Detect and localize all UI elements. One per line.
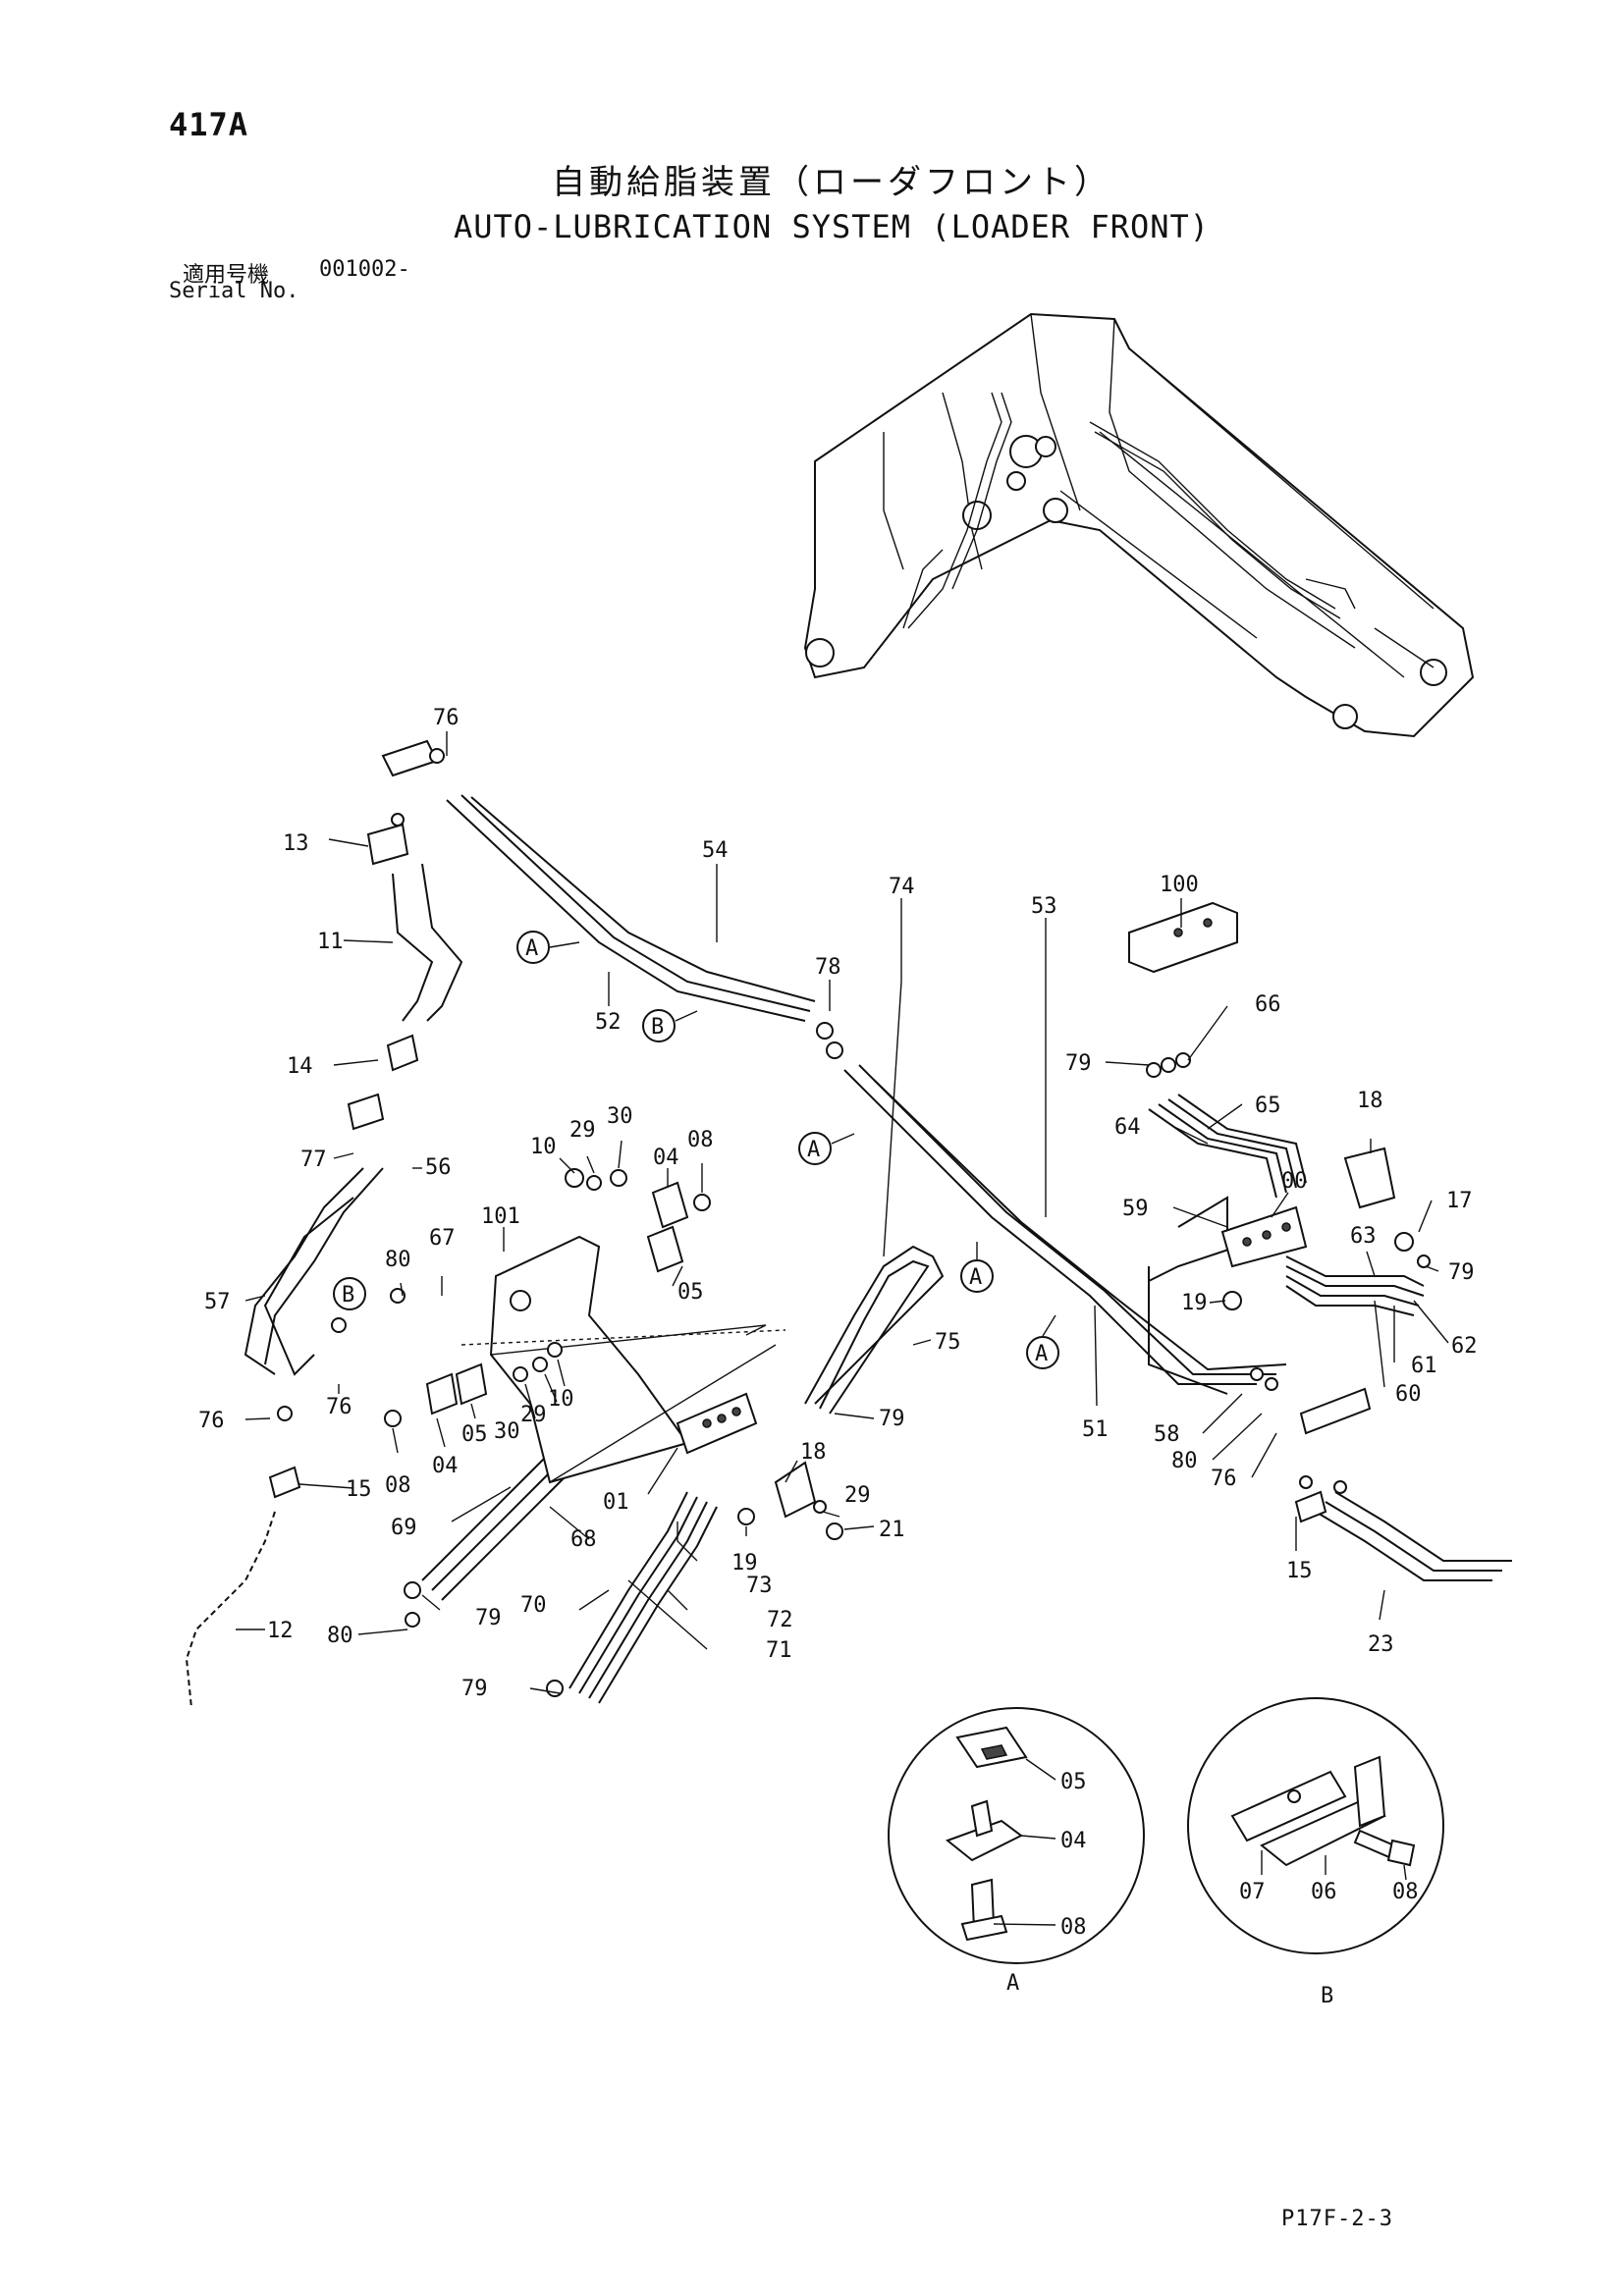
callout-18: 18 xyxy=(1357,1089,1383,1113)
lubrication-piping xyxy=(185,794,1512,1709)
callout-12: 12 xyxy=(267,1619,294,1643)
callout-57: 57 xyxy=(204,1290,231,1314)
callout-79: 79 xyxy=(879,1407,905,1431)
callout-29: 29 xyxy=(844,1483,871,1508)
callout-15: 15 xyxy=(1286,1559,1313,1583)
callout-15: 15 xyxy=(346,1477,372,1502)
callout-72: 72 xyxy=(767,1608,793,1632)
callout-08: 08 xyxy=(385,1473,411,1498)
callout-23: 23 xyxy=(1368,1632,1394,1657)
callout-05: 05 xyxy=(677,1280,704,1305)
callout-76: 76 xyxy=(198,1409,225,1433)
detail-a-label: A xyxy=(1006,1971,1019,1996)
callout-100: 100 xyxy=(1160,873,1199,897)
detail-a: 05 04 08 A xyxy=(888,1707,1145,1996)
callout-59: 59 xyxy=(1122,1197,1149,1221)
page-number: 417A xyxy=(169,106,249,143)
callout-17: 17 xyxy=(1446,1189,1473,1213)
callout-64: 64 xyxy=(1114,1115,1141,1140)
callout-80: 80 xyxy=(385,1248,411,1272)
callout-19: 19 xyxy=(1181,1291,1208,1315)
callout-30: 30 xyxy=(494,1419,520,1444)
callout-30: 30 xyxy=(607,1104,633,1129)
callout-05: 05 xyxy=(461,1422,488,1447)
callout-labels: 76 13 11 14 77 56 57 80 67 76 76 15 12 5… xyxy=(198,706,1478,1701)
callout-69: 69 xyxy=(391,1516,417,1540)
callout-51: 51 xyxy=(1082,1417,1109,1442)
callout-10: 10 xyxy=(530,1135,557,1159)
callout-66: 66 xyxy=(1255,992,1281,1017)
detail-b-part-06: 06 xyxy=(1311,1880,1337,1904)
callout-74: 74 xyxy=(889,875,915,899)
leader-lines xyxy=(236,731,1449,1694)
callout-53: 53 xyxy=(1031,894,1057,919)
callout-79: 79 xyxy=(1065,1051,1092,1076)
callout-56: 56 xyxy=(425,1155,452,1180)
callout-65: 65 xyxy=(1255,1094,1281,1118)
callout-13: 13 xyxy=(283,831,309,856)
detail-b: 07 06 08 B xyxy=(1187,1697,1444,2008)
callout-79: 79 xyxy=(475,1606,502,1630)
callout-08: 08 xyxy=(687,1128,714,1152)
serial-label-japanese: 適用号機 xyxy=(183,263,270,288)
serial-label-english: Serial No. xyxy=(169,279,299,303)
detail-a-part-04: 04 xyxy=(1060,1829,1087,1853)
callout-101: 101 xyxy=(481,1204,520,1229)
callout-76: 76 xyxy=(326,1395,352,1419)
callout-14: 14 xyxy=(287,1054,313,1079)
callout-76: 76 xyxy=(433,706,460,730)
callout-04: 04 xyxy=(432,1454,459,1478)
detail-b-part-07: 07 xyxy=(1239,1880,1266,1904)
loader-front-illustration xyxy=(803,312,1475,738)
callout-10: 10 xyxy=(548,1387,574,1412)
callout-79: 79 xyxy=(1448,1260,1475,1285)
callout-80: 80 xyxy=(327,1624,353,1648)
ref-marker-b1: B xyxy=(651,1015,664,1040)
components xyxy=(268,739,1431,1697)
callout-11: 11 xyxy=(317,930,344,954)
callout-52: 52 xyxy=(595,1010,622,1035)
detail-b-part-08: 08 xyxy=(1392,1880,1419,1904)
ref-marker-a1: A xyxy=(525,936,538,961)
callout-77: 77 xyxy=(300,1148,327,1172)
callout-62: 62 xyxy=(1451,1334,1478,1359)
callout-60: 60 xyxy=(1395,1382,1422,1407)
ref-marker-a4: A xyxy=(1035,1342,1048,1366)
callout-29: 29 xyxy=(520,1403,547,1427)
serial-number-value: 001002- xyxy=(319,257,410,282)
callout-19: 19 xyxy=(731,1551,758,1575)
callout-01: 01 xyxy=(603,1490,629,1515)
callout-61: 61 xyxy=(1411,1354,1437,1378)
callout-21: 21 xyxy=(879,1518,905,1542)
callout-18: 18 xyxy=(800,1440,827,1465)
callout-80: 80 xyxy=(1171,1449,1198,1473)
reference-markers: A B A A A B xyxy=(333,931,1059,1369)
detail-a-part-05: 05 xyxy=(1060,1770,1087,1794)
callout-75: 75 xyxy=(935,1330,961,1355)
callout-29: 29 xyxy=(569,1118,596,1143)
callout-63: 63 xyxy=(1350,1224,1377,1249)
callout-04: 04 xyxy=(653,1146,679,1170)
callout-73: 73 xyxy=(746,1574,773,1598)
callout-58: 58 xyxy=(1154,1422,1180,1447)
callout-00: 00 xyxy=(1281,1169,1308,1194)
callout-79: 79 xyxy=(461,1677,488,1701)
callout-71: 71 xyxy=(766,1638,792,1663)
callout-78: 78 xyxy=(815,955,841,980)
page-title-english: AUTO-LUBRICATION SYSTEM (LOADER FRONT) xyxy=(453,208,1211,245)
callout-54: 54 xyxy=(702,838,729,863)
callout-68: 68 xyxy=(570,1527,597,1552)
ref-marker-a2: A xyxy=(807,1138,820,1162)
detail-a-part-08: 08 xyxy=(1060,1915,1087,1940)
detail-b-label: B xyxy=(1321,1984,1333,2008)
callout-67: 67 xyxy=(429,1226,456,1251)
callout-70: 70 xyxy=(520,1593,547,1618)
page-title-japanese: 自動給脂装置（ローダフロント） xyxy=(552,163,1111,202)
ref-marker-b2: B xyxy=(342,1283,354,1308)
ref-marker-a3: A xyxy=(969,1265,982,1290)
drawing-code: P17F-2-3 xyxy=(1281,2207,1393,2231)
callout-76: 76 xyxy=(1211,1467,1237,1491)
